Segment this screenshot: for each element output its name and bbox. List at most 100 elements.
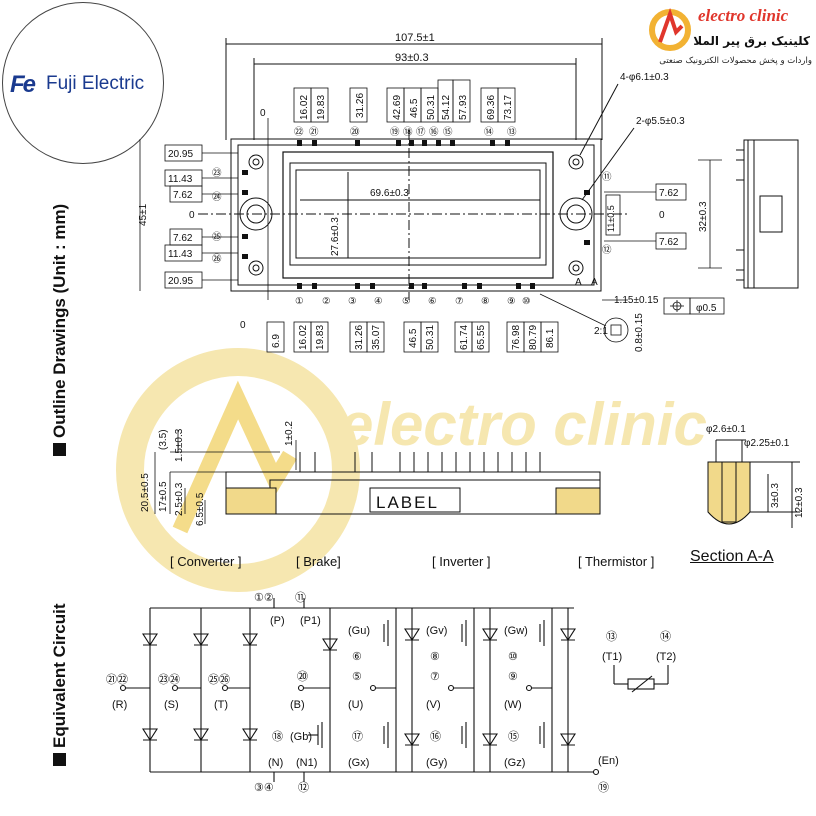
pin-21: ㉑ — [309, 127, 319, 138]
dim-top-x10: 73.17 — [503, 95, 514, 120]
dim-side-h4: 20.5±0.5 — [140, 473, 151, 512]
label-text: LABEL — [376, 493, 439, 512]
dim-right-height: 32±0.3 — [698, 201, 709, 232]
section-aa-label: Section A-A — [690, 548, 774, 565]
dim-bottom-x4: 31.26 — [354, 325, 365, 350]
label-t1: (T1) — [602, 651, 622, 663]
dim-bottom-x11: 80.79 — [528, 325, 539, 350]
fuji-electric-logo: Fe Fuji Electric — [2, 2, 164, 164]
pins-p: ①② — [254, 592, 274, 604]
dim-side-h5: 17±0.5 — [158, 481, 169, 512]
label-v: (V) — [426, 699, 441, 711]
equivalent-circuit — [119, 598, 669, 782]
pin-en: ⑲ — [598, 781, 609, 794]
pin-18: ⑱ — [403, 127, 413, 138]
pin-8: ⑧ — [430, 651, 440, 663]
pin-2: ② — [322, 296, 331, 307]
dim-bottom-x10: 76.98 — [511, 325, 522, 350]
pin-gx: ⑰ — [352, 730, 363, 743]
pin-6: ⑥ — [428, 296, 437, 307]
pin-11: ⑪ — [602, 172, 612, 183]
dim-right-y3: 7.62 — [659, 237, 679, 248]
pin-t2: ⑭ — [660, 630, 671, 643]
pin-15: ⑮ — [443, 127, 453, 138]
circuit-labels: ①② (P) ⑪ (P1) ㉑㉒ (R) ㉓㉔ (S) ㉕㉖ (T) ⑳ (B)… — [106, 591, 676, 794]
pin-20: ⑳ — [350, 127, 360, 138]
pin-10: ⑩ — [522, 296, 531, 307]
dim-inner-width: 93±0.3 — [395, 52, 429, 64]
dim-bottom-x12: 86.1 — [545, 328, 556, 348]
pin-24: ㉔ — [212, 192, 222, 203]
pin-4: ④ — [374, 296, 383, 307]
inverter-label: [ Inverter ] — [432, 554, 491, 569]
pin-u: ⑤ — [352, 671, 362, 683]
pins-r: ㉑㉒ — [106, 673, 128, 686]
dim-top-x3: 31.26 — [355, 93, 366, 118]
label-gy: (Gy) — [426, 757, 447, 769]
dim-pin-tolerance: φ0.5 — [696, 303, 717, 314]
dim-side-h1: (3.5) — [158, 429, 169, 450]
dim-bottom-x5: 35.07 — [371, 325, 382, 350]
dim-top-x1: 16.02 — [299, 95, 310, 120]
dim-side-h2: 1.5±0.3 — [174, 428, 185, 462]
lightning-bolt-icon — [649, 7, 691, 51]
dim-detail-scale: 2:1 — [594, 326, 608, 337]
dim-bottom-x8: 61.74 — [459, 325, 470, 350]
brand-name-en: electro clinic — [698, 6, 789, 25]
dim-center-v: 11±0.5 — [606, 205, 616, 232]
dim-aa-d2: φ2.25±0.1 — [744, 438, 790, 449]
dim-holes-b: 2-φ5.5±0.3 — [636, 116, 685, 127]
dim-aa-h1: 3±0.3 — [770, 483, 781, 508]
dim-left-y1: 20.95 — [168, 149, 193, 160]
dim-side-h3: 1±0.2 — [284, 421, 295, 446]
pin-1: ① — [295, 296, 304, 307]
dim-left-y4: 0 — [189, 210, 195, 221]
dim-left-y5: 7.62 — [173, 233, 193, 244]
pin-22: ㉒ — [294, 127, 304, 138]
svg-text:electro clinic: electro clinic — [340, 391, 707, 458]
dim-bottom-x9: 65.55 — [476, 325, 487, 350]
label-p: (P) — [270, 615, 285, 627]
pin-5: ⑤ — [402, 296, 411, 307]
dim-pin-square: 1.15±0.15 — [614, 295, 659, 306]
label-u: (U) — [348, 699, 363, 711]
label-gx: (Gx) — [348, 757, 369, 769]
label-gw: (Gw) — [504, 625, 528, 637]
pin-12: ⑫ — [602, 245, 612, 256]
pin-t1: ⑬ — [606, 630, 617, 643]
pin-17: ⑰ — [416, 127, 426, 138]
pins-s: ㉓㉔ — [158, 673, 180, 686]
pin-3: ③ — [348, 296, 357, 307]
pin-10: ⑩ — [508, 651, 518, 663]
pin-gy: ⑯ — [430, 730, 441, 743]
label-gb: (Gb) — [290, 731, 312, 743]
pin-6: ⑥ — [352, 651, 362, 663]
dim-right-y1: 7.62 — [659, 188, 679, 199]
label-r: (R) — [112, 699, 127, 711]
dim-side-h6: 2.5±0.3 — [174, 482, 185, 516]
pin-23: ㉓ — [212, 168, 222, 179]
dim-top-x7: 54.12 — [441, 95, 452, 120]
section-letter-a1: A — [575, 277, 582, 288]
dim-window-height: 27.6±0.3 — [330, 217, 341, 256]
pin-8: ⑧ — [481, 296, 490, 307]
brand-name-fa: کلینیک برق پیر الملا — [693, 34, 810, 48]
pin-7: ⑦ — [455, 296, 464, 307]
pin-p1: ⑪ — [295, 591, 306, 604]
dim-bottom-zero: 0 — [240, 320, 246, 331]
dim-left-y6: 11.43 — [168, 249, 193, 260]
dim-holes-a: 4-φ6.1±0.3 — [620, 72, 669, 83]
dim-right-y2: 0 — [659, 210, 665, 221]
pin-n1: ⑫ — [298, 781, 309, 794]
label-gz: (Gz) — [504, 757, 525, 769]
thermistor-label: [ Thermistor ] — [578, 554, 655, 569]
dim-top-zero: 0 — [260, 108, 266, 119]
pin-13: ⑬ — [507, 127, 517, 138]
dim-bottom-x3: 19.83 — [315, 325, 326, 350]
dim-top-x6: 50.31 — [426, 95, 437, 120]
dim-overall-width: 107.5±1 — [395, 32, 435, 44]
top-view: 107.5±1 93±0.3 4-φ6.1±0.3 2-φ5.5±0.3 69.… — [138, 32, 799, 353]
dim-pin-diagonal: 0.8±0.15 — [634, 313, 645, 352]
